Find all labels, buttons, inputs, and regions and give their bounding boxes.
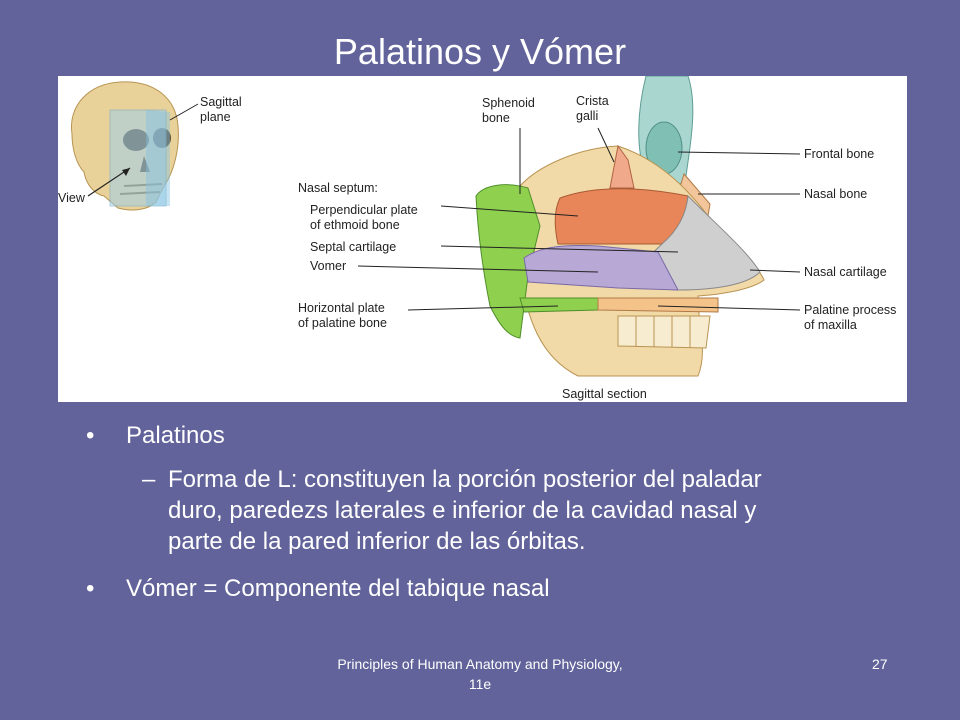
horizontal-plate-label: Horizontal plate xyxy=(298,301,385,315)
nasal-septum-label: Nasal septum: xyxy=(298,181,378,195)
skull-inset: Sagittal plane View xyxy=(58,81,242,211)
crista-galli-label: Crista xyxy=(576,94,609,108)
frontal-bone-label: Frontal bone xyxy=(804,147,874,161)
septal-cartilage-label: Septal cartilage xyxy=(310,240,396,254)
anatomy-figure: Sagittal plane View xyxy=(58,76,907,402)
slide-footer: Principles of Human Anatomy and Physiolo… xyxy=(337,656,623,692)
sagittal-section-diagram: Sagittal plane View xyxy=(58,76,896,401)
slide-title: Palatinos y Vómer xyxy=(333,31,627,72)
bullet-symbol: • xyxy=(86,422,95,449)
sub-bullet-item: – Forma de L: constituyen la porción pos… xyxy=(86,464,806,557)
bullet-text: Vómer = Componente del tabique nasal xyxy=(126,575,550,602)
palatine-process-label: Palatine process xyxy=(804,303,896,317)
crista-galli-label-2: galli xyxy=(576,109,598,123)
dash-symbol: – xyxy=(142,466,156,493)
bullet-symbol: • xyxy=(86,575,95,602)
nasal-bone-label: Nasal bone xyxy=(804,187,867,201)
horizontal-plate-label-2: of palatine bone xyxy=(298,316,387,330)
page-number: 27 xyxy=(872,656,888,672)
vomer-label: Vomer xyxy=(310,259,346,273)
palatine-process-label-2: of maxilla xyxy=(804,318,857,332)
view-label: View xyxy=(58,191,86,205)
perpendicular-plate-label: Perpendicular plate xyxy=(310,203,418,217)
bullet-text: Palatinos xyxy=(126,422,225,449)
sphenoid-label-2: bone xyxy=(482,111,510,125)
sub-bullet-text: Forma de L: constituyen la porción poste… xyxy=(168,466,762,555)
bullet-item-palatinos: • Palatinos xyxy=(86,420,806,452)
perpendicular-plate-label-2: of ethmoid bone xyxy=(310,218,400,232)
sphenoid-label: Sphenoid xyxy=(482,96,535,110)
bullet-list: • Palatinos – Forma de L: constituyen la… xyxy=(86,420,806,605)
nasal-cartilage-label: Nasal cartilage xyxy=(804,265,887,279)
bullet-item-vomer: • Vómer = Componente del tabique nasal xyxy=(86,573,806,605)
figure-caption: Sagittal section xyxy=(562,387,647,401)
sagittal-section: Sphenoid bone Crista galli Nasal septum:… xyxy=(298,76,896,401)
sagittal-plane-label: Sagittal xyxy=(200,95,242,109)
sagittal-plane-label-2: plane xyxy=(200,110,231,124)
